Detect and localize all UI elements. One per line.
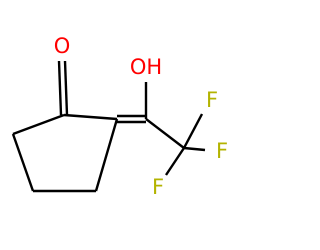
bond-c1-o-b (63, 60, 69, 116)
carbonyl-oxygen-label: O (54, 34, 71, 58)
bond-c5-c4 (11, 133, 35, 192)
fluorine-right-label: F (216, 139, 228, 163)
chemical-structure-diagram: O OH F F F (11, 34, 228, 199)
exocyclic-double-bond (117, 114, 146, 124)
bond-c3-c2 (94, 118, 119, 192)
cyclopentane-ring (11, 113, 119, 193)
fluorine-upper-label: F (206, 88, 218, 112)
fluorine-lower-label: F (152, 175, 164, 199)
bond-c6-cf3 (145, 118, 185, 149)
bond-c-f-upper (182, 113, 204, 149)
bond-c2-c1 (63, 113, 118, 121)
bond-c-f-lower (165, 147, 185, 176)
bond-c-f-right (183, 146, 206, 152)
bond-c1-o-a (57, 60, 63, 116)
bond-c1-c5 (12, 113, 65, 136)
hydroxyl-label: OH (130, 55, 162, 79)
trifluoromethyl-bonds (165, 113, 206, 176)
carbonyl-double-bond (57, 60, 69, 116)
